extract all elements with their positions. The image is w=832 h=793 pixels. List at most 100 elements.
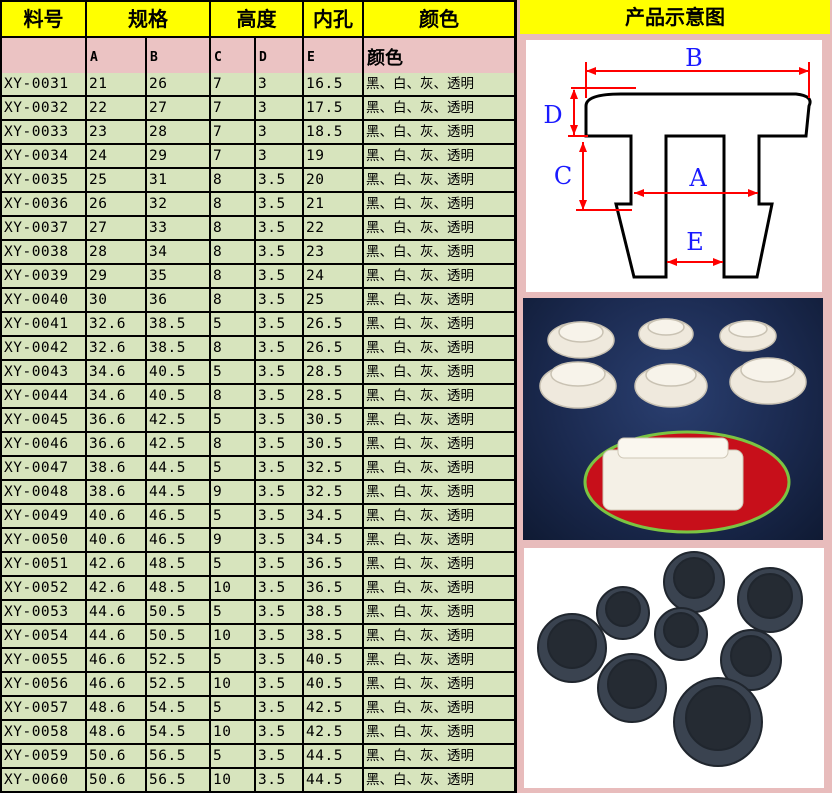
cell-dim-a: 48.6 [87, 697, 145, 719]
cell-dim-b: 46.5 [147, 505, 209, 527]
cell-dim-d: 3.5 [256, 313, 302, 335]
cell-dim-b: 48.5 [147, 577, 209, 599]
cell-dim-e: 34.5 [304, 529, 362, 551]
cell-dim-d: 3.5 [256, 697, 302, 719]
cell-dim-d: 3.5 [256, 481, 302, 503]
cell-dim-a: 28 [87, 241, 145, 263]
cell-dim-a: 26 [87, 193, 145, 215]
cell-dim-c: 5 [211, 553, 254, 575]
cell-dim-d: 3 [256, 73, 302, 95]
cell-dim-c: 9 [211, 481, 254, 503]
cell-dim-e: 18.5 [304, 121, 362, 143]
cell-dim-b: 26 [147, 73, 209, 95]
cell-part-no: XY-0036 [2, 193, 85, 215]
cell-dim-c: 8 [211, 337, 254, 359]
cell-dim-e: 28.5 [304, 361, 362, 383]
cell-dim-a: 50.6 [87, 769, 145, 791]
cell-dim-b: 48.5 [147, 553, 209, 575]
header-part-no: 料号 [2, 2, 85, 36]
cell-color-options: 黑、白、灰、透明 [364, 433, 514, 455]
cell-dim-c: 5 [211, 409, 254, 431]
cell-part-no: XY-0039 [2, 265, 85, 287]
cell-color-options: 黑、白、灰、透明 [364, 577, 514, 599]
cell-dim-a: 50.6 [87, 745, 145, 767]
cell-dim-e: 42.5 [304, 721, 362, 743]
cell-color-options: 黑、白、灰、透明 [364, 745, 514, 767]
white-plugs-illustration [539, 318, 807, 534]
dimension-diagram: B D C A E [526, 40, 822, 292]
cell-dim-c: 8 [211, 265, 254, 287]
subheader-e: E [304, 38, 362, 76]
cell-dim-a: 40.6 [87, 505, 145, 527]
cell-color-options: 黑、白、灰、透明 [364, 697, 514, 719]
cell-part-no: XY-0032 [2, 97, 85, 119]
subheader-empty [2, 38, 85, 76]
cell-dim-c: 5 [211, 505, 254, 527]
plug-outline [584, 92, 812, 279]
header-hole: 内孔 [304, 2, 362, 36]
cell-dim-c: 9 [211, 529, 254, 551]
cell-dim-a: 25 [87, 169, 145, 191]
cell-dim-d: 3.5 [256, 769, 302, 791]
cell-part-no: XY-0049 [2, 505, 85, 527]
dim-e-label: E [686, 228, 704, 256]
cell-dim-b: 44.5 [147, 481, 209, 503]
cell-dim-a: 24 [87, 145, 145, 167]
cell-dim-d: 3.5 [256, 433, 302, 455]
cell-dim-e: 17.5 [304, 97, 362, 119]
cell-dim-d: 3.5 [256, 409, 302, 431]
dim-a-label: A [688, 164, 707, 192]
plug-cross-section-svg: B D C A E [543, 44, 812, 279]
white-plugs-photo [523, 298, 823, 540]
cell-dim-a: 38.6 [87, 481, 145, 503]
cell-dim-e: 44.5 [304, 745, 362, 767]
cell-dim-c: 10 [211, 673, 254, 695]
cell-dim-b: 52.5 [147, 673, 209, 695]
cell-part-no: XY-0050 [2, 529, 85, 551]
cell-dim-b: 42.5 [147, 433, 209, 455]
cell-dim-a: 44.6 [87, 625, 145, 647]
header-spec: 规格 [87, 2, 209, 36]
cell-dim-e: 20 [304, 169, 362, 191]
cell-dim-c: 5 [211, 313, 254, 335]
cell-part-no: XY-0037 [2, 217, 85, 239]
cell-dim-c: 7 [211, 145, 254, 167]
cell-color-options: 黑、白、灰、透明 [364, 313, 514, 335]
cell-dim-b: 36 [147, 289, 209, 311]
cell-color-options: 黑、白、灰、透明 [364, 673, 514, 695]
cell-dim-c: 5 [211, 457, 254, 479]
black-plugs-photo [524, 548, 824, 788]
cell-color-options: 黑、白、灰、透明 [364, 289, 514, 311]
cell-dim-b: 38.5 [147, 313, 209, 335]
cell-dim-a: 21 [87, 73, 145, 95]
cell-color-options: 黑、白、灰、透明 [364, 265, 514, 287]
cell-part-no: XY-0047 [2, 457, 85, 479]
cell-part-no: XY-0044 [2, 385, 85, 407]
cell-dim-b: 46.5 [147, 529, 209, 551]
header-color: 颜色 [364, 2, 514, 36]
cell-color-options: 黑、白、灰、透明 [364, 169, 514, 191]
dim-d-label: D [543, 101, 562, 129]
cell-part-no: XY-0031 [2, 73, 85, 95]
cell-dim-b: 33 [147, 217, 209, 239]
cell-dim-a: 48.6 [87, 721, 145, 743]
cell-part-no: XY-0043 [2, 361, 85, 383]
cell-dim-e: 26.5 [304, 337, 362, 359]
cell-color-options: 黑、白、灰、透明 [364, 481, 514, 503]
cell-dim-e: 30.5 [304, 409, 362, 431]
cell-dim-d: 3.5 [256, 361, 302, 383]
cell-part-no: XY-0046 [2, 433, 85, 455]
cell-dim-c: 10 [211, 625, 254, 647]
cell-dim-b: 44.5 [147, 457, 209, 479]
cell-dim-e: 32.5 [304, 457, 362, 479]
cell-part-no: XY-0051 [2, 553, 85, 575]
cell-dim-b: 32 [147, 193, 209, 215]
cell-dim-a: 29 [87, 265, 145, 287]
cell-dim-e: 24 [304, 265, 362, 287]
cell-dim-b: 29 [147, 145, 209, 167]
cell-color-options: 黑、白、灰、透明 [364, 601, 514, 623]
cell-dim-a: 23 [87, 121, 145, 143]
cell-dim-d: 3.5 [256, 673, 302, 695]
cell-dim-e: 28.5 [304, 385, 362, 407]
